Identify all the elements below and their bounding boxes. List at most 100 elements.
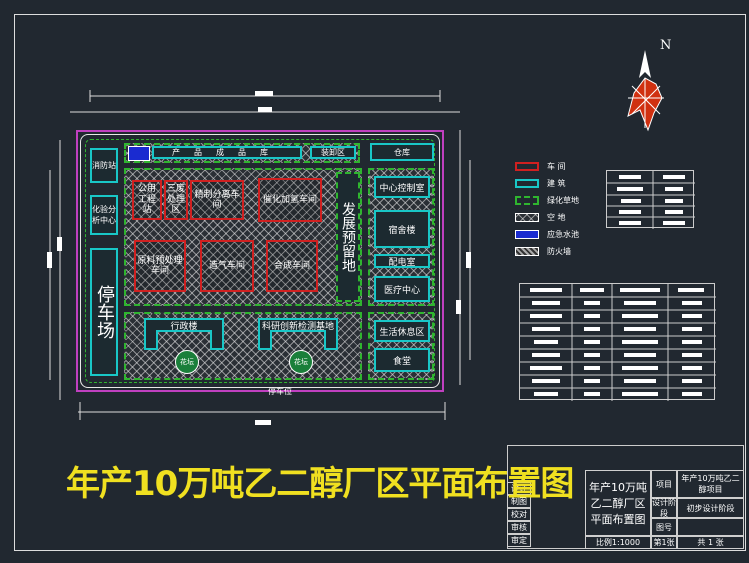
legend-item: 空 地	[515, 209, 595, 226]
dorm-label: 宿舍楼	[388, 225, 416, 236]
legend-label: 防火墙	[547, 247, 571, 256]
waste-treatment-area: 三废处理区	[164, 180, 188, 220]
clinic: 医疗中心	[374, 276, 430, 302]
tb-project-name-text: 年产10万吨乙二醇项目	[681, 474, 740, 494]
tb-drawing-no: 图号	[651, 518, 677, 536]
reserve-land: 发展预留地	[336, 172, 360, 302]
legend-label: 空 地	[547, 213, 566, 222]
title-block-labels: 设计 制图 校对 审核 审定	[507, 482, 531, 547]
rest-area: 生活休息区	[374, 320, 430, 342]
fire-station: 消防站	[90, 148, 118, 183]
clinic-label: 医疗中心	[383, 285, 420, 296]
emergency-pool	[128, 146, 150, 161]
wind-rose-icon	[627, 50, 664, 132]
loading-area: 装卸区	[310, 146, 356, 159]
tb-total-text: 共 1 张	[697, 538, 724, 547]
drawing-title: 年产10万吨乙二醇厂区平面布置图	[66, 464, 574, 504]
garden2-label: 花坛	[294, 358, 308, 366]
product-label: 产品成品库	[172, 148, 282, 157]
refining-workshop: 精制分离车间	[190, 180, 244, 220]
legend: 车 间 建 筑 绿化草地 空 地 应急水池 防火墙	[515, 158, 595, 260]
analysis-label: 化验分析中心	[92, 205, 116, 225]
gasification-workshop: 造气车间	[200, 240, 254, 292]
tb-drawing-no-value	[677, 518, 744, 536]
catalytic-workshop: 催化加氢车间	[258, 178, 322, 222]
legend-swatch-blue	[515, 230, 539, 239]
small-table-grid	[607, 171, 695, 229]
rnd-wing-left	[258, 330, 272, 350]
office-label: 行政楼	[170, 321, 198, 332]
large-table-grid	[520, 284, 716, 401]
parking-label: 停车场	[94, 285, 115, 339]
tb-project-label: 项目	[651, 470, 677, 498]
tb-drawing-name-text: 年产10万吨乙二醇厂区平面布置图	[589, 481, 647, 526]
analysis-center: 化验分析中心	[90, 195, 118, 235]
outer-road	[80, 134, 440, 388]
legend-label: 建 筑	[547, 179, 566, 188]
rnd-building: 科研创新检测基地	[258, 318, 338, 332]
tb-drawing-no-text: 图号	[656, 522, 672, 532]
large-table	[519, 283, 716, 401]
public-eng-label: 公用工程站	[137, 184, 156, 216]
legend-label: 绿化草地	[547, 196, 579, 205]
tb-scale: 比例1:1000	[585, 536, 651, 549]
power-label: 配电室	[388, 257, 416, 268]
control-room: 中心控制室	[374, 176, 430, 198]
reserve-label: 发展预留地	[340, 202, 356, 272]
warehouse-label: 仓库	[394, 147, 410, 157]
legend-item: 建 筑	[515, 175, 595, 192]
tb-design: 设计	[507, 482, 531, 495]
inner-road	[85, 139, 435, 383]
tb-drawing-name: 年产10万吨乙二醇厂区平面布置图	[585, 470, 651, 536]
tb-scale-text: 比例1:1000	[595, 538, 641, 547]
north-label: N	[660, 38, 672, 53]
garden1-label: 花坛	[180, 358, 194, 366]
small-table	[606, 170, 695, 229]
office-wing-left	[144, 330, 158, 350]
warehouse: 仓库	[370, 143, 434, 161]
tb-project-label-text: 项目	[656, 479, 672, 489]
fire-station-label: 消防站	[92, 161, 116, 170]
legend-swatch-gray	[515, 247, 539, 256]
dormitory: 宿舍楼	[374, 210, 430, 248]
canteen-label: 生活休息区	[379, 327, 425, 338]
raw-label: 原料预处理车间	[137, 255, 183, 276]
cafe-label: 食堂	[392, 356, 411, 367]
canteen: 食堂	[374, 348, 430, 372]
site-boundary	[76, 130, 444, 392]
power-room: 配电室	[374, 254, 430, 268]
rnd-label: 科研创新检测基地	[261, 321, 334, 332]
gasify-label: 造气车间	[208, 260, 245, 271]
catalyst-label: 催化加氢车间	[262, 194, 317, 205]
tb-approve: 审定	[507, 534, 531, 547]
legend-item: 车 间	[515, 158, 595, 175]
synthesis-workshop: 合成车间	[266, 240, 318, 292]
synth-label: 合成车间	[273, 260, 310, 271]
rnd-wing-right	[324, 330, 338, 350]
legend-swatch-cyan	[515, 179, 539, 188]
north-arrow: N	[620, 38, 672, 133]
tb-project-name: 年产10万吨乙二醇项目	[677, 470, 744, 498]
product-warehouse: 产品成品库	[152, 146, 302, 159]
legend-swatch-green	[515, 196, 539, 205]
tb-total: 共 1 张	[677, 536, 744, 549]
loading-label: 装卸区	[321, 148, 345, 157]
bottom-parking-label: 停车位	[268, 387, 292, 396]
public-engineering-station: 公用工程站	[132, 180, 162, 220]
legend-label: 应急水池	[547, 230, 579, 239]
refine-label: 精制分离车间	[194, 189, 240, 210]
garden-bed-1: 花坛	[175, 350, 199, 374]
garden-bed-2: 花坛	[289, 350, 313, 374]
tb-sheet-text: 第1张	[653, 538, 675, 547]
legend-item: 绿化草地	[515, 192, 595, 209]
control-label: 中心控制室	[379, 183, 425, 194]
tb-draw: 制图	[507, 495, 531, 508]
raw-material-workshop: 原料预处理车间	[134, 240, 186, 292]
tb-sheet: 第1张	[651, 536, 677, 549]
legend-swatch-hatch	[515, 213, 539, 222]
bottom-parking: 停车位	[120, 386, 440, 398]
office-building: 行政楼	[144, 318, 224, 332]
tb-stage-label-text: 设计阶段	[652, 498, 676, 518]
legend-swatch-red	[515, 162, 539, 171]
